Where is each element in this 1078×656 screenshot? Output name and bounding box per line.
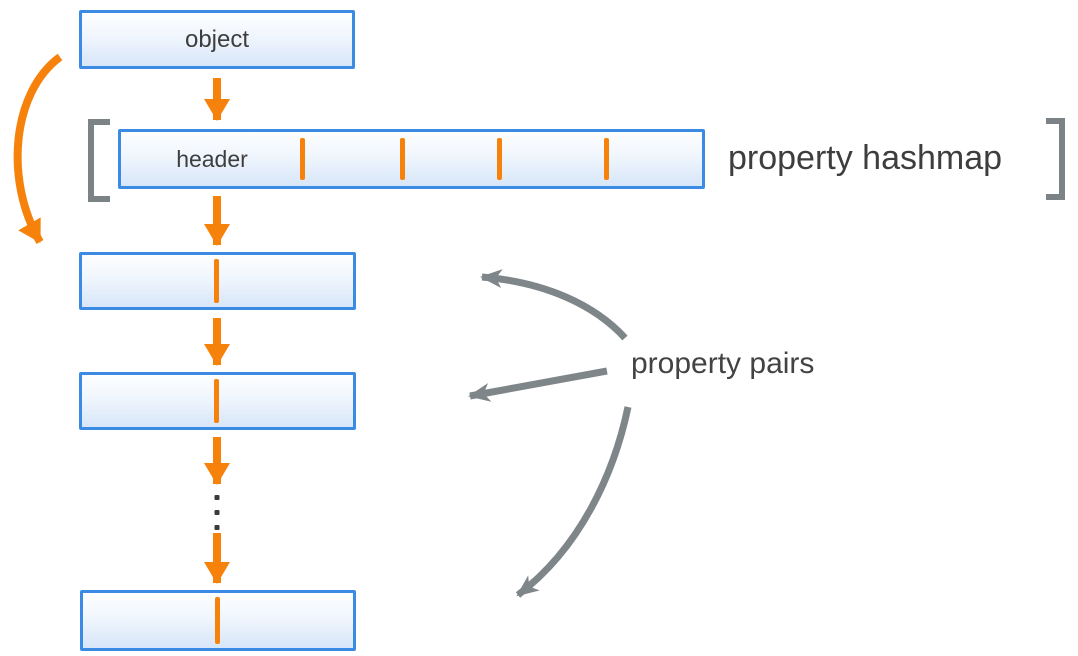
pair-divider-icon — [215, 597, 220, 644]
cell-divider-icon — [497, 138, 502, 180]
pointer-arrow-top-icon — [480, 269, 628, 341]
curved-arrow-object-to-pairs-icon — [13, 53, 63, 245]
pair-divider-icon — [214, 379, 219, 423]
object-box: object — [79, 10, 355, 69]
hashmap-header-box: header — [118, 129, 705, 189]
property-pair-box-2 — [79, 372, 356, 430]
object-box-label: object — [184, 25, 250, 53]
property-pairs-caption: property pairs — [631, 347, 815, 380]
pointer-arrow-middle-icon — [468, 367, 608, 402]
vertical-ellipsis-icon — [214, 495, 220, 530]
hashmap-caption: property hashmap — [728, 139, 1003, 177]
left-bracket-icon — [88, 119, 110, 202]
cell-divider-icon — [400, 138, 405, 180]
pointer-arrow-bottom-icon — [515, 406, 632, 598]
hashmap-header-label: header — [176, 145, 248, 172]
property-pair-box-3 — [80, 590, 356, 651]
cell-divider-icon — [604, 138, 609, 180]
cell-divider-icon — [300, 138, 305, 180]
property-pair-box-1 — [79, 252, 356, 310]
right-bracket-icon — [1046, 118, 1065, 200]
pair-divider-icon — [214, 259, 219, 303]
